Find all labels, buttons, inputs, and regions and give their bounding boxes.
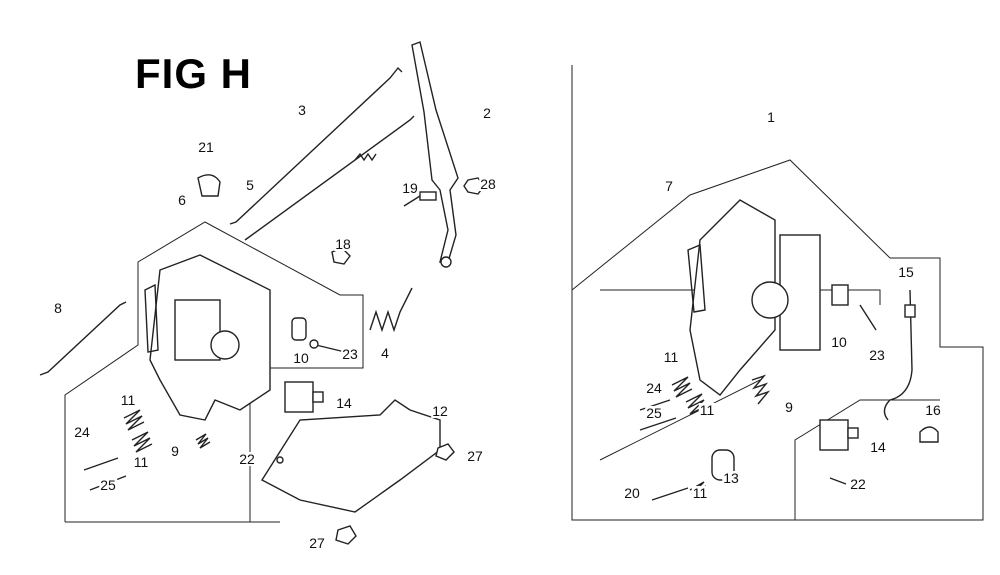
callout-11: 11 <box>662 349 680 365</box>
callout-7: 7 <box>664 178 674 194</box>
callout-14: 14 <box>869 439 887 455</box>
callout-11: 11 <box>698 402 716 418</box>
callout-25: 25 <box>645 405 663 421</box>
callout-1: 1 <box>766 109 776 125</box>
right-frame <box>571 65 984 521</box>
callout-10: 10 <box>292 350 310 366</box>
left-frame <box>64 221 364 523</box>
callout-22: 22 <box>238 451 256 467</box>
callout-19: 19 <box>401 180 419 196</box>
callout-4: 4 <box>380 345 390 361</box>
callout-13: 13 <box>722 470 740 486</box>
callout-27: 27 <box>308 535 326 551</box>
callout-24: 24 <box>73 424 91 440</box>
rod-8 <box>39 301 127 376</box>
figure-title: FIG H <box>135 50 252 97</box>
rod-3 <box>229 66 403 225</box>
callout-11: 11 <box>691 485 709 501</box>
callout-22: 22 <box>849 476 867 492</box>
callout-8: 8 <box>53 300 63 316</box>
callout-28: 28 <box>479 176 497 192</box>
callout-27: 27 <box>466 448 484 464</box>
callout-15: 15 <box>897 264 915 280</box>
callout-2: 2 <box>482 105 492 121</box>
callout-12: 12 <box>431 403 449 419</box>
callout-11: 11 <box>132 454 150 470</box>
callout-14: 14 <box>335 395 353 411</box>
lever-2 <box>411 41 459 263</box>
callout-9: 9 <box>784 399 794 415</box>
callout-21: 21 <box>197 139 215 155</box>
callout-6: 6 <box>177 192 187 208</box>
callout-10: 10 <box>830 334 848 350</box>
callout-3: 3 <box>297 102 307 118</box>
callout-5: 5 <box>245 177 255 193</box>
callout-20: 20 <box>623 485 641 501</box>
callout-18: 18 <box>334 236 352 252</box>
callout-25: 25 <box>99 477 117 493</box>
rod-5 <box>244 115 415 241</box>
callout-23: 23 <box>341 346 359 362</box>
callout-23: 23 <box>868 347 886 363</box>
cover-12 <box>261 399 441 513</box>
callout-24: 24 <box>645 380 663 396</box>
clip-21 <box>197 174 221 197</box>
callout-9: 9 <box>170 443 180 459</box>
spring-5 <box>354 152 377 162</box>
callout-16: 16 <box>924 402 942 418</box>
control-base-right <box>689 199 776 396</box>
callout-11: 11 <box>119 392 137 408</box>
